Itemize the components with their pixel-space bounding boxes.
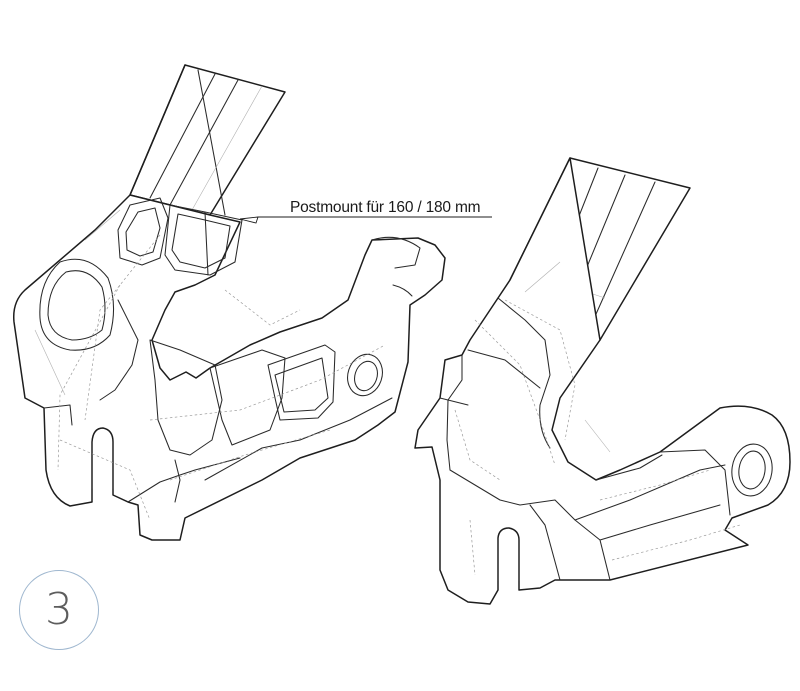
left-bracket-part	[12, 64, 446, 541]
postmount-callout-label: Postmount für 160 / 180 mm	[290, 199, 481, 216]
step-number: 3	[45, 584, 73, 635]
callout-leader	[239, 216, 492, 224]
step-number-badge: 3	[19, 570, 99, 650]
right-bracket-part	[414, 157, 791, 605]
